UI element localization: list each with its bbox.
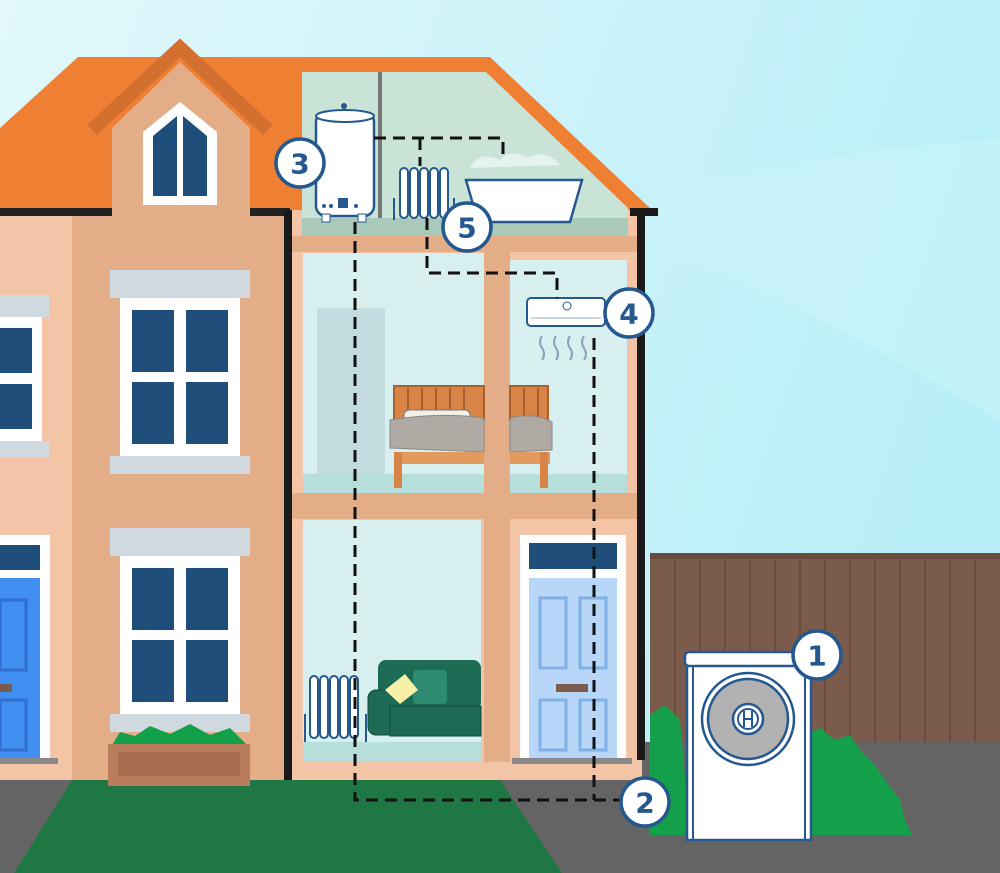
callout-3[interactable]: 3 <box>274 137 326 189</box>
sky-swoosh <box>640 140 1000 420</box>
planter <box>108 724 250 786</box>
hot-water-cylinder <box>314 103 376 223</box>
callout-1-label: 1 <box>807 640 826 673</box>
callout-1[interactable]: 1 <box>791 629 843 681</box>
dashed-pipework <box>353 136 622 802</box>
front-door <box>520 535 626 760</box>
callout-4[interactable]: 4 <box>603 287 655 339</box>
bathtub <box>464 153 584 224</box>
lawn <box>14 780 562 873</box>
bush-right <box>805 728 912 835</box>
radiator-ground-floor <box>304 675 367 742</box>
front-step <box>512 758 632 764</box>
radiator-attic <box>393 167 455 220</box>
left-edge-door <box>0 535 50 760</box>
callout-2[interactable]: 2 <box>619 776 671 828</box>
bed <box>389 385 553 488</box>
tower-window-upper <box>110 270 250 474</box>
dormer-roof-edge <box>87 38 273 136</box>
callout-2-label: 2 <box>635 787 654 820</box>
sofa <box>367 660 482 737</box>
step-left <box>0 758 58 764</box>
house-outline-right <box>637 208 645 760</box>
eaves-line <box>0 208 112 216</box>
left-edge-window <box>0 295 50 457</box>
callout-5-label: 5 <box>457 212 476 245</box>
callout-4-label: 4 <box>619 298 638 331</box>
tower-window-lower <box>110 528 250 732</box>
callout-3-label: 3 <box>290 148 309 181</box>
heat-pump-outdoor-unit <box>683 650 815 842</box>
house-outline-left <box>284 210 292 780</box>
callout-5[interactable]: 5 <box>441 201 493 253</box>
air-conditioning-unit <box>526 297 606 361</box>
